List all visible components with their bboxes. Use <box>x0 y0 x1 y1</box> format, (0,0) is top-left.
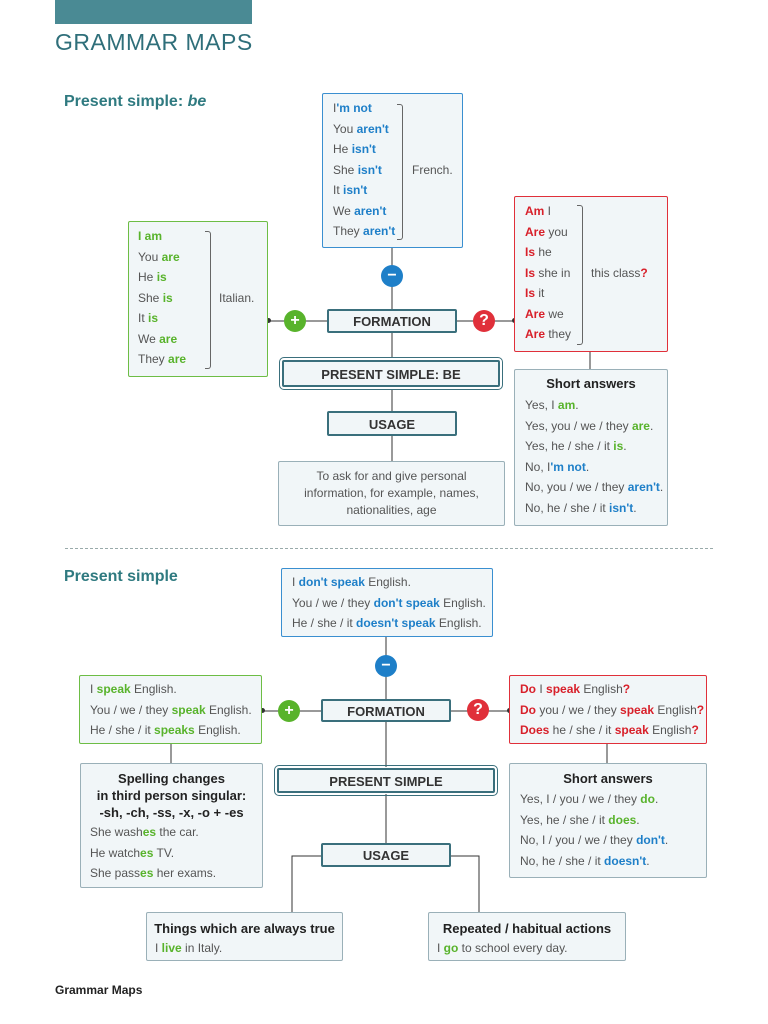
example-line: You / we / they speak English. <box>90 702 252 717</box>
example-line: You are <box>138 249 180 264</box>
example-line: I live in Italy. <box>155 941 223 955</box>
section-divider <box>65 548 713 549</box>
example-line: We aren't <box>333 203 387 218</box>
be-usage-box: USAGE <box>327 411 457 436</box>
be-usage-text-box: To ask for and give personal information… <box>278 461 505 526</box>
example-line: Are we <box>525 306 564 321</box>
example-line: He isn't <box>333 142 376 156</box>
be-question-suffix: this class? <box>591 266 648 280</box>
example-line: They aren't <box>333 224 396 238</box>
example-line: Are they <box>525 327 572 341</box>
ps-habitual-box: Repeated / habitual actions I go to scho… <box>428 912 626 961</box>
be-short-answers-box: Short answers Yes, I am.Yes, you / we / … <box>514 369 668 526</box>
be-positive-suffix: Italian. <box>219 291 255 305</box>
example-line: She isn't <box>333 162 382 177</box>
example-line: You aren't <box>333 121 389 136</box>
example-line: Are you <box>525 224 568 239</box>
example-line: Is he <box>525 245 552 259</box>
minus-icon: − <box>375 655 397 677</box>
example-line: It is <box>138 311 159 325</box>
minus-icon: − <box>381 265 403 287</box>
example-line: I'm not <box>333 101 372 115</box>
be-formation-box: FORMATION <box>327 309 457 333</box>
example-line: No, I / you / we / they don't. <box>520 833 669 847</box>
example-line: No, he / she / it isn't. <box>525 500 637 515</box>
brace <box>397 104 403 240</box>
example-line: I am <box>138 229 163 243</box>
footer-text: Grammar Maps <box>55 983 143 997</box>
example-line: Is it <box>525 286 545 300</box>
connector-dot <box>266 318 271 323</box>
example-line: I speak English. <box>90 682 177 696</box>
ps-usage-box: USAGE <box>321 843 451 867</box>
example-line: I go to school every day. <box>437 941 568 955</box>
ps-always-true-box: Things which are always true I live in I… <box>146 912 343 961</box>
ps-formation-box: FORMATION <box>321 699 451 722</box>
page-title: GRAMMAR MAPS <box>55 29 253 55</box>
example-line: No, I'm not. <box>525 459 590 474</box>
header-bar <box>55 0 252 24</box>
question-icon: ? <box>473 310 495 332</box>
be-negative-suffix: French. <box>412 163 453 177</box>
example-line: We are <box>138 331 178 346</box>
example-line: He watches TV. <box>90 845 175 860</box>
ps-main-box: PRESENT SIMPLE <box>274 765 498 796</box>
example-line: Does he / she / it speak English? <box>520 723 699 737</box>
section-title-be: Present simple: be <box>64 93 207 110</box>
plus-icon: + <box>284 310 306 332</box>
example-line: He / she / it speaks English. <box>90 723 241 737</box>
be-question-box: Am I Are you Is he Is she in Is it Are we Are … <box>514 196 668 352</box>
connector-dot <box>260 708 265 713</box>
example-line: She is <box>138 290 173 305</box>
example-line: Yes, I / you / we / they do. <box>520 792 659 806</box>
ps-question-box: Do I speak English? Do you / we / they sp… <box>509 675 707 744</box>
example-line: Yes, he / she / it does. <box>520 812 640 827</box>
example-line: She passes her exams. <box>90 866 217 880</box>
ps-spelling-box: Spelling changes in third person singula… <box>80 763 263 888</box>
be-main-box: PRESENT SIMPLE: BE <box>279 357 503 390</box>
example-line: Do you / we / they speak English? <box>520 702 705 717</box>
example-line: No, you / we / they aren't. <box>525 480 664 494</box>
ps-short-answers-box: Short answers Yes, I / you / we / they d… <box>509 763 707 878</box>
example-line: Yes, you / we / they are. <box>525 418 654 433</box>
example-line: He / she / it doesn't speak English. <box>292 616 482 630</box>
example-line: Am I <box>525 204 552 218</box>
example-line: She washes the car. <box>90 825 199 839</box>
section-title-italic: be <box>187 93 207 110</box>
ps-positive-box: I speak English. You / we / they speak En… <box>79 675 262 744</box>
example-line: It isn't <box>333 183 368 197</box>
example-line: Yes, he / she / it is. <box>525 439 627 453</box>
question-icon: ? <box>467 699 489 721</box>
ps-negative-box: I don't speak English. You / we / they do… <box>281 568 493 637</box>
example-line: Is she in <box>525 265 571 280</box>
example-line: He is <box>138 270 167 284</box>
example-line: You / we / they don't speak English. <box>292 595 486 610</box>
example-line: They are <box>138 352 187 366</box>
example-line: Do I speak English? <box>520 682 631 696</box>
brace <box>205 231 211 369</box>
example-line: No, he / she / it doesn't. <box>520 853 650 868</box>
section-title-ps: Present simple <box>64 568 178 585</box>
example-line: Yes, I am. <box>525 398 579 412</box>
plus-icon: + <box>278 700 300 722</box>
brace <box>577 205 583 345</box>
example-line: I don't speak English. <box>292 575 411 589</box>
